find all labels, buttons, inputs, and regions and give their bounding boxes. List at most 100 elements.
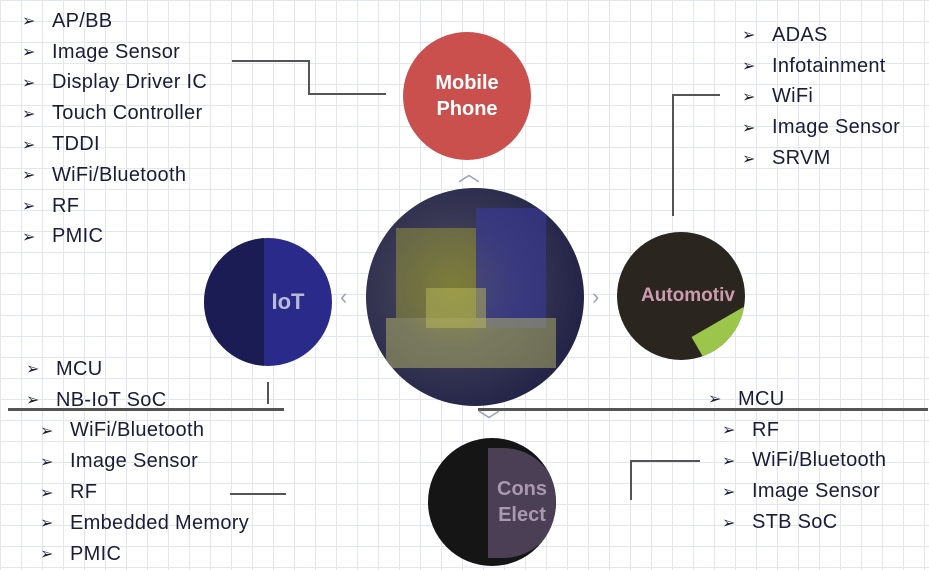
arrow-bullet-icon: ➢ — [22, 44, 36, 62]
iot-label: IoT — [271, 289, 305, 314]
arrow-bullet-icon: ➢ — [22, 136, 36, 154]
list-item-label: Image Sensor — [52, 40, 181, 63]
list-item: ➢ PMIC — [26, 539, 249, 570]
automotive-label: Automotiv — [641, 285, 735, 306]
arrow-bullet-icon: ➢ — [40, 515, 54, 533]
iot-node: IoT — [204, 238, 332, 366]
list-item: ➢ RF — [708, 415, 886, 446]
mobile-phone-label: Mobile Phone — [435, 72, 499, 120]
arrow-bullet-icon: ➢ — [40, 484, 54, 502]
list-item-label: PMIC — [52, 225, 104, 248]
list-item-label: Image Sensor — [70, 450, 199, 473]
list-item-label: STB SoC — [752, 511, 838, 534]
list-item-label: WiFi — [772, 85, 814, 108]
list-item-label: WiFi/Bluetooth — [752, 449, 887, 472]
connector-auto-v — [672, 94, 674, 216]
list-item: ➢ Image Sensor — [22, 37, 207, 68]
arrow-bullet-icon: ➢ — [708, 391, 722, 409]
arrow-bullet-icon: ➢ — [742, 88, 756, 106]
list-item: ➢ STB SoC — [708, 507, 886, 538]
mobile-chip-list: ➢ AP/BB ➢ Image Sensor ➢ Display Driver IC ➢ To… — [22, 6, 207, 252]
list-item: ➢ Embedded Memory — [26, 508, 249, 539]
consumer-chip-list: ➢MCU➢RF➢WiFi/Bluetooth➢Image Sensor➢STB … — [708, 384, 886, 538]
arrow-bullet-icon: ➢ — [722, 514, 736, 532]
list-item-label: MCU — [56, 357, 103, 380]
list-item-label: Touch Controller — [52, 102, 203, 125]
mobile-phone-node: Mobile Phone — [403, 32, 531, 160]
list-item-label: RF — [70, 481, 98, 504]
arrow-bullet-icon: ➢ — [22, 74, 36, 92]
list-item-label: Infotainment — [772, 54, 886, 77]
automotive-chip-list: ➢ ADAS ➢ Infotainment ➢ WiFi ➢Image Sensor ➢ SRV… — [742, 20, 900, 174]
list-item-label: Embedded Memory — [70, 511, 250, 534]
list-item: ➢ WiFi/Bluetooth — [26, 416, 249, 447]
connector-mobile-v — [308, 60, 310, 94]
list-item-label: AP/BB — [52, 9, 113, 32]
arrow-bullet-icon: ➢ — [22, 228, 36, 246]
list-item: ➢ Image Sensor — [26, 446, 249, 477]
connector-mobile-h2 — [308, 93, 386, 95]
arrow-bullet-icon: ➢ — [22, 198, 36, 216]
list-item-label: Image Sensor — [772, 116, 901, 139]
arrow-bullet-icon: ➢ — [722, 452, 736, 470]
chevron-left-icon: ‹ — [340, 284, 348, 309]
center-photo-circle — [366, 188, 584, 406]
connector-consumer-v — [630, 460, 632, 500]
arrow-bullet-icon: ➢ — [22, 167, 36, 185]
arrow-bullet-icon: ➢ — [40, 422, 54, 440]
connector-iot-h2 — [230, 493, 286, 495]
automotive-node: Automotiv — [617, 232, 745, 360]
list-item: ➢ RF — [26, 477, 249, 508]
arrow-bullet-icon: ➢ — [40, 453, 54, 471]
connector-iot-h — [8, 408, 284, 411]
list-item-label: WiFi/Bluetooth — [52, 163, 187, 186]
list-item: ➢ WiFi — [742, 82, 900, 113]
photo-fragment — [426, 288, 486, 328]
arrow-bullet-icon: ➢ — [26, 361, 40, 379]
arrow-bullet-icon: ➢ — [742, 27, 756, 45]
chevron-up-icon: ︿ — [458, 161, 481, 186]
photo-fragment — [476, 208, 546, 328]
connector-mobile-h1 — [232, 60, 310, 62]
list-item-label: SRVM — [772, 147, 831, 170]
connector-right-h — [478, 408, 928, 411]
list-item: ➢ TDDI — [22, 129, 207, 160]
list-item-label: NB-IoT SoC — [56, 388, 167, 411]
list-item: ➢ WiFi/Bluetooth — [708, 446, 886, 477]
list-item-label: WiFi/Bluetooth — [70, 419, 205, 442]
list-item-label: PMIC — [70, 542, 122, 565]
list-item-label: TDDI — [52, 133, 100, 156]
arrow-bullet-icon: ➢ — [742, 58, 756, 76]
arrow-bullet-icon: ➢ — [742, 150, 756, 168]
arrow-bullet-icon: ➢ — [722, 422, 736, 440]
arrow-bullet-icon: ➢ — [22, 105, 36, 123]
list-item: ➢ Touch Controller — [22, 98, 207, 129]
list-item-label: MCU — [738, 387, 785, 410]
list-item: ➢ NB-IoT SoC — [26, 385, 249, 416]
connector-auto-h — [672, 94, 720, 96]
list-item: ➢ ADAS — [742, 20, 900, 51]
list-item: ➢Image Sensor — [742, 112, 900, 143]
list-item: ➢ Image Sensor — [708, 476, 886, 507]
list-item: ➢ RF — [22, 191, 207, 222]
arrow-bullet-icon: ➢ — [22, 13, 36, 31]
chevron-right-icon: › — [592, 284, 600, 309]
list-item-label: ADAS — [772, 23, 828, 46]
list-item: ➢ MCU — [708, 384, 886, 415]
list-item-label: RF — [752, 418, 780, 441]
connector-consumer-h — [630, 460, 700, 462]
list-item: ➢ PMIC — [22, 222, 207, 253]
list-item-label: RF — [52, 194, 80, 217]
list-item: ➢ MCU — [26, 354, 249, 385]
consumer-electronics-node: Cons Elect — [428, 438, 556, 566]
list-item: ➢ Display Driver IC — [22, 68, 207, 99]
list-item-label: Display Driver IC — [52, 71, 208, 94]
list-item: ➢ AP/BB — [22, 6, 207, 37]
list-item-label: Image Sensor — [752, 480, 881, 503]
arrow-bullet-icon: ➢ — [722, 483, 736, 501]
arrow-bullet-icon: ➢ — [26, 392, 40, 410]
list-item: ➢ SRVM — [742, 143, 900, 174]
list-item: ➢ WiFi/Bluetooth — [22, 160, 207, 191]
arrow-bullet-icon: ➢ — [40, 546, 54, 564]
chevron-down-icon: ﹀ — [478, 409, 501, 434]
